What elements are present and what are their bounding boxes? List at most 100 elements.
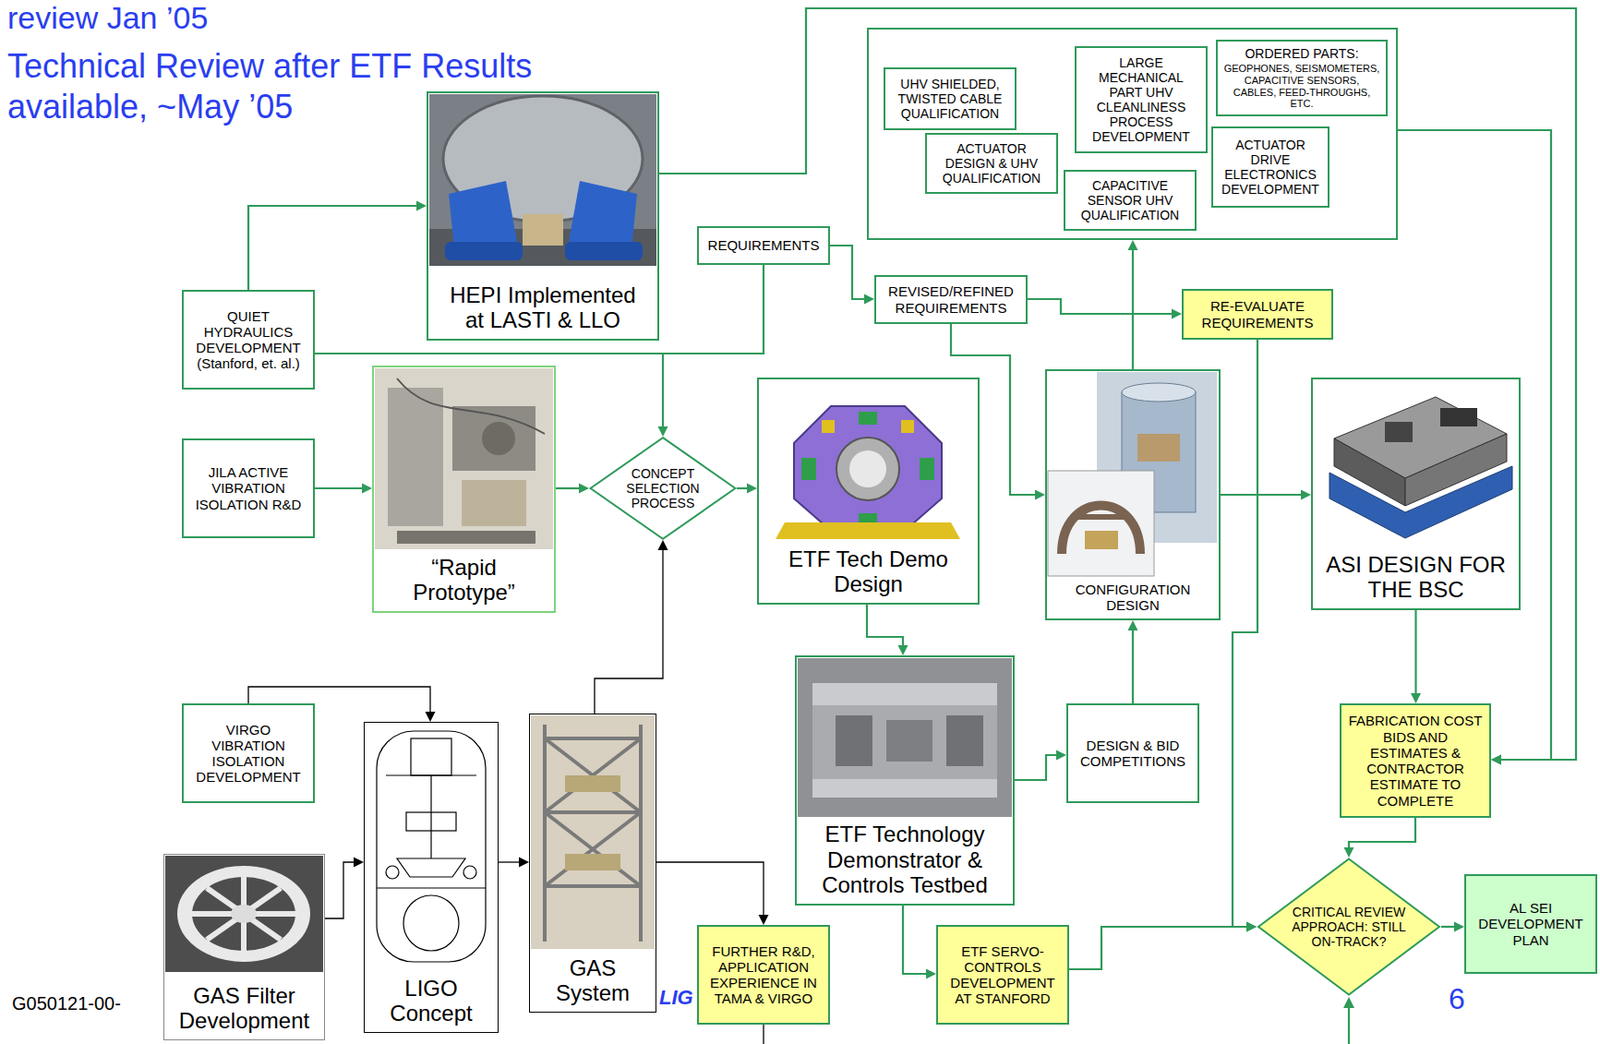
- arrowhead: [1056, 750, 1067, 761]
- box-label: CONCEPT SELECTION PROCESS: [616, 466, 710, 511]
- connector-line: [902, 905, 928, 975]
- text-group: ACTUATOR DESIGN & UHV QUALIFICATION: [932, 141, 1051, 186]
- connector: [736, 483, 758, 494]
- connector-line: [866, 604, 903, 648]
- connector: [498, 857, 530, 868]
- connector: [1128, 620, 1139, 704]
- text-group: RE-EVALUATE REQUIREMENTS: [1189, 298, 1326, 331]
- connector-line: [555, 487, 581, 490]
- arrowhead: [1491, 755, 1502, 766]
- text-group: UHV SHIELDED, TWISTED CABLE QUALIFICATIO…: [890, 76, 1010, 121]
- connector-line: [1232, 339, 1258, 927]
- connector: [1441, 922, 1465, 933]
- photo-caption: LIGO Concept: [375, 975, 487, 1027]
- photo-caption: GAS Filter Development: [169, 983, 319, 1035]
- process-box: LARGE MECHANICAL PART UHV CLEANLINESS PR…: [1074, 46, 1208, 154]
- text-group: JILA ACTIVE VIBRATION ISOLATION R&D: [189, 464, 308, 513]
- connector: [1410, 610, 1421, 704]
- arrowhead: [926, 969, 937, 980]
- connector-line: [1414, 610, 1417, 696]
- connector: [902, 905, 937, 980]
- arrowhead: [864, 294, 875, 305]
- page-number: 6: [1448, 982, 1466, 1017]
- asi-design-render: [1329, 396, 1513, 539]
- photo-box: HEPI Implemented at LASTI & LLO: [426, 91, 660, 341]
- connector: [314, 483, 373, 494]
- logo-text: LIG: [659, 986, 694, 1010]
- arrowhead: [758, 914, 770, 926]
- text-group: ASI DESIGN FOR THE BSC: [1318, 552, 1514, 603]
- document-number: G050121-00-: [12, 993, 121, 1015]
- photo-caption: ASI DESIGN FOR THE BSC: [1318, 552, 1514, 603]
- prototype-photo: [374, 368, 554, 550]
- process-box: AL SEI DEVELOPMENT PLAN: [1464, 874, 1598, 975]
- process-box: ETF SERVO-CONTROLS DEVELOPMENT AT STANFO…: [936, 925, 1070, 1025]
- process-box: ORDERED PARTS:GEOPHONES, SEISMOMETERS, C…: [1215, 39, 1388, 117]
- box-label: UHV SHIELDED, TWISTED CABLE QUALIFICATIO…: [890, 76, 1010, 121]
- connector-line: [830, 245, 867, 300]
- text-group: CONCEPT SELECTION PROCESS: [589, 466, 737, 511]
- arrowhead: [1171, 309, 1182, 320]
- arrowhead: [1246, 922, 1257, 933]
- process-box: JILA ACTIVE VIBRATION ISOLATION R&D: [181, 438, 315, 539]
- etf-demonstrator-photo: [797, 658, 1012, 818]
- photo-caption: CONFIGURATION DESIGN: [1052, 581, 1214, 614]
- arrowhead: [353, 857, 364, 868]
- photo-box: ETF Tech Demo Design: [757, 377, 980, 605]
- connector-line: [656, 862, 764, 917]
- text-group: LIGO Concept: [370, 975, 493, 1027]
- arrowhead: [361, 483, 373, 494]
- photo-box: GAS Filter Development: [163, 854, 325, 1041]
- configuration-renders: [1047, 372, 1217, 577]
- connector-line: [1014, 755, 1059, 781]
- arrowhead: [658, 540, 669, 551]
- arrowhead: [1344, 847, 1355, 858]
- connector: [659, 8, 1576, 766]
- connector-line: [1131, 248, 1134, 370]
- connector: [324, 857, 364, 920]
- box-label: LARGE MECHANICAL PART UHV CLEANLINESS PR…: [1082, 55, 1201, 145]
- process-box: DESIGN & BID COMPETITIONS: [1066, 703, 1200, 804]
- connector: [866, 604, 909, 656]
- text-group: ORDERED PARTS:GEOPHONES, SEISMOMETERS, C…: [1223, 46, 1381, 110]
- box-label: REQUIREMENTS: [708, 237, 820, 253]
- photo-box: LIGO Concept: [363, 721, 499, 1034]
- connector: [1027, 299, 1182, 320]
- photo-caption: ETF Tech Demo Design: [776, 546, 962, 598]
- arrowhead: [1246, 922, 1257, 933]
- ligo-concept-drawing: [376, 731, 486, 963]
- group-box: UHV SHIELDED, TWISTED CABLE QUALIFICATIO…: [866, 27, 1398, 241]
- box-label: ACTUATOR DRIVE ELECTRONICS DEVELOPMENT: [1218, 137, 1323, 197]
- arrowhead: [1128, 620, 1139, 631]
- arrowhead: [898, 645, 909, 656]
- connector: [1397, 130, 1552, 766]
- arrowhead: [425, 711, 436, 722]
- gas-system-photo: [530, 715, 655, 950]
- arrowhead: [1034, 490, 1046, 501]
- arrowhead: [1454, 922, 1465, 933]
- box-label: ACTUATOR DESIGN & UHV QUALIFICATION: [932, 141, 1051, 186]
- connector: [830, 245, 875, 305]
- connector: [1344, 818, 1417, 858]
- process-box: UHV SHIELDED, TWISTED CABLE QUALIFICATIO…: [883, 67, 1017, 131]
- hepi-photo: [429, 94, 657, 266]
- text-group: FABRICATION COST BIDS AND ESTIMATES & CO…: [1347, 712, 1484, 809]
- connector-line: [1441, 926, 1456, 928]
- arrowhead: [578, 483, 590, 494]
- process-box: REVISED/REFINED REQUIREMENTS: [874, 275, 1028, 325]
- review-note: Technical Review after ETF Results avail…: [7, 46, 645, 128]
- text-group: AL SEI DEVELOPMENT PLAN: [1471, 900, 1590, 949]
- connector-line: [594, 548, 663, 714]
- process-box: ACTUATOR DESIGN & UHV QUALIFICATION: [925, 132, 1059, 194]
- box-label: FURTHER R&D, APPLICATION EXPERIENCE IN T…: [704, 943, 823, 1008]
- box-label: ETF SERVO-CONTROLS DEVELOPMENT AT STANFO…: [943, 943, 1062, 1008]
- text-group: ETF Technology Demonstrator & Controls T…: [802, 821, 1008, 899]
- text-group: CRITICAL REVIEW APPROACH: STILL ON-TRACK…: [1256, 904, 1442, 950]
- box-label: AL SEI DEVELOPMENT PLAN: [1471, 900, 1590, 949]
- connector: [1128, 240, 1139, 370]
- process-box: CAPACITIVE SENSOR UHV QUALIFICATION: [1063, 169, 1197, 231]
- connector: [1220, 490, 1312, 501]
- text-group: FURTHER R&D, APPLICATION EXPERIENCE IN T…: [704, 943, 823, 1008]
- arrowhead: [518, 857, 530, 868]
